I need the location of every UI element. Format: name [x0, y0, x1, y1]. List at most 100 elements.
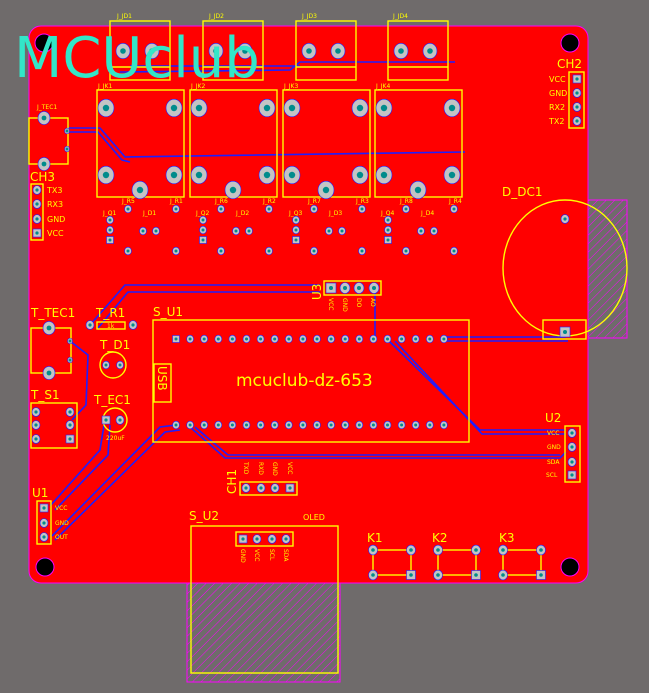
pad-hole [34, 437, 38, 441]
pad-hole [255, 537, 259, 541]
pad-hole [35, 188, 39, 192]
pad-hole [213, 48, 219, 54]
pad-hole [174, 249, 178, 253]
pad-hole [242, 48, 248, 54]
pad-hole [294, 228, 298, 232]
label-k1: K1 [367, 531, 383, 545]
s-u2-pin-scl: SCL [268, 549, 275, 561]
pad-hole [301, 423, 305, 427]
label-j-jk2: J_JK2 [190, 83, 205, 90]
label-usb: USB [155, 366, 169, 391]
pad-hole [448, 171, 456, 179]
pad-hole [414, 186, 422, 194]
label-t-r1: T_R1 [95, 306, 125, 320]
label-t-tec1: T_TEC1 [30, 306, 75, 320]
u1-pin-out: OUT [55, 534, 68, 541]
pad-hole [409, 548, 413, 552]
pad-hole [400, 423, 404, 427]
label-j-jk3: J_JK3 [283, 83, 298, 90]
label-j-jk1: J_JK1 [97, 83, 112, 90]
pad-hole [357, 286, 361, 290]
pad-hole [202, 423, 206, 427]
pad-hole [241, 537, 245, 541]
label-j-r8: J_R8 [399, 198, 413, 205]
copper-traces [49, 61, 571, 541]
pad-hole [149, 48, 155, 54]
s-u2-pin-gnd: GND [239, 549, 246, 563]
pad-hole [263, 171, 271, 179]
pad-hole [141, 229, 145, 233]
pad-hole [267, 249, 271, 253]
label-j-jd1: J_JD1 [116, 13, 132, 20]
ch2-pin-tx2: TX2 [548, 117, 564, 126]
pad-hole [343, 423, 347, 427]
ch3-pin-rx3: RX3 [47, 200, 63, 209]
pad-hole [65, 147, 69, 151]
pad-hole [188, 423, 192, 427]
pad-hole [570, 460, 574, 464]
pad-hole [428, 423, 432, 427]
pad-hole [108, 238, 112, 242]
ch2-pin-gnd: GND [549, 89, 567, 98]
label-j-q4: J_Q4 [380, 210, 394, 217]
pad-hole [501, 573, 505, 577]
label-ch2: CH2 [557, 57, 582, 71]
pad-hole [322, 186, 330, 194]
pad-hole [68, 410, 72, 414]
pad-hole [327, 229, 331, 233]
pad-hole [356, 104, 364, 112]
pad-hole [360, 207, 364, 211]
pad-hole [575, 91, 579, 95]
pad-hole [306, 48, 312, 54]
pad-hole [170, 104, 178, 112]
pad-hole [42, 535, 46, 539]
label-d-dc1: D_DC1 [502, 185, 543, 199]
pad-hole [360, 249, 364, 253]
pad-hole [357, 337, 361, 341]
label-j-jd2: J_JD2 [208, 13, 224, 20]
pad-hole [68, 339, 72, 343]
pad-hole [174, 423, 178, 427]
pad-hole [245, 423, 248, 427]
pad-hole [474, 548, 478, 552]
pad-hole [201, 238, 205, 242]
pad-hole [343, 286, 347, 290]
pad-hole [247, 229, 251, 233]
pad-hole [312, 249, 316, 253]
label-j-jd3: J_JD3 [301, 13, 317, 20]
label-t-s1: T_S1 [30, 388, 60, 402]
pad-hole [104, 418, 108, 422]
pad-hole [386, 337, 389, 341]
pad-hole [195, 104, 203, 112]
pad-hole [273, 423, 277, 427]
label-t-ec1: T_EC1 [93, 393, 131, 407]
pad-hole [404, 207, 408, 211]
pad-hole [41, 161, 47, 167]
pad-hole [357, 423, 361, 427]
pad-hole [259, 486, 263, 490]
ch3-pin-vcc: VCC [47, 229, 64, 238]
pad-hole [428, 337, 432, 341]
label-j-r3: J_R3 [355, 198, 369, 205]
pad-hole [102, 104, 110, 112]
pad-hole [563, 330, 567, 334]
mcuclub-logo: MCUclub [14, 26, 260, 91]
pad-hole [575, 77, 579, 81]
ch2-pin-rx2: RX2 [549, 103, 565, 112]
pad-hole [216, 423, 220, 427]
ch3-pin-gnd: GND [47, 215, 65, 224]
pad-hole [400, 337, 404, 341]
pad-hole [108, 218, 112, 222]
pad-hole [245, 337, 248, 341]
pad-hole [436, 548, 440, 552]
label-u3: U3 [310, 284, 324, 300]
pad-hole [288, 171, 296, 179]
pad-hole [126, 207, 130, 211]
pad-hole [414, 337, 418, 341]
pcb-board [28, 25, 589, 584]
pad-hole [68, 437, 72, 441]
pad-hole [287, 337, 291, 341]
pad-hole [329, 423, 333, 427]
pad-hole [154, 229, 158, 233]
